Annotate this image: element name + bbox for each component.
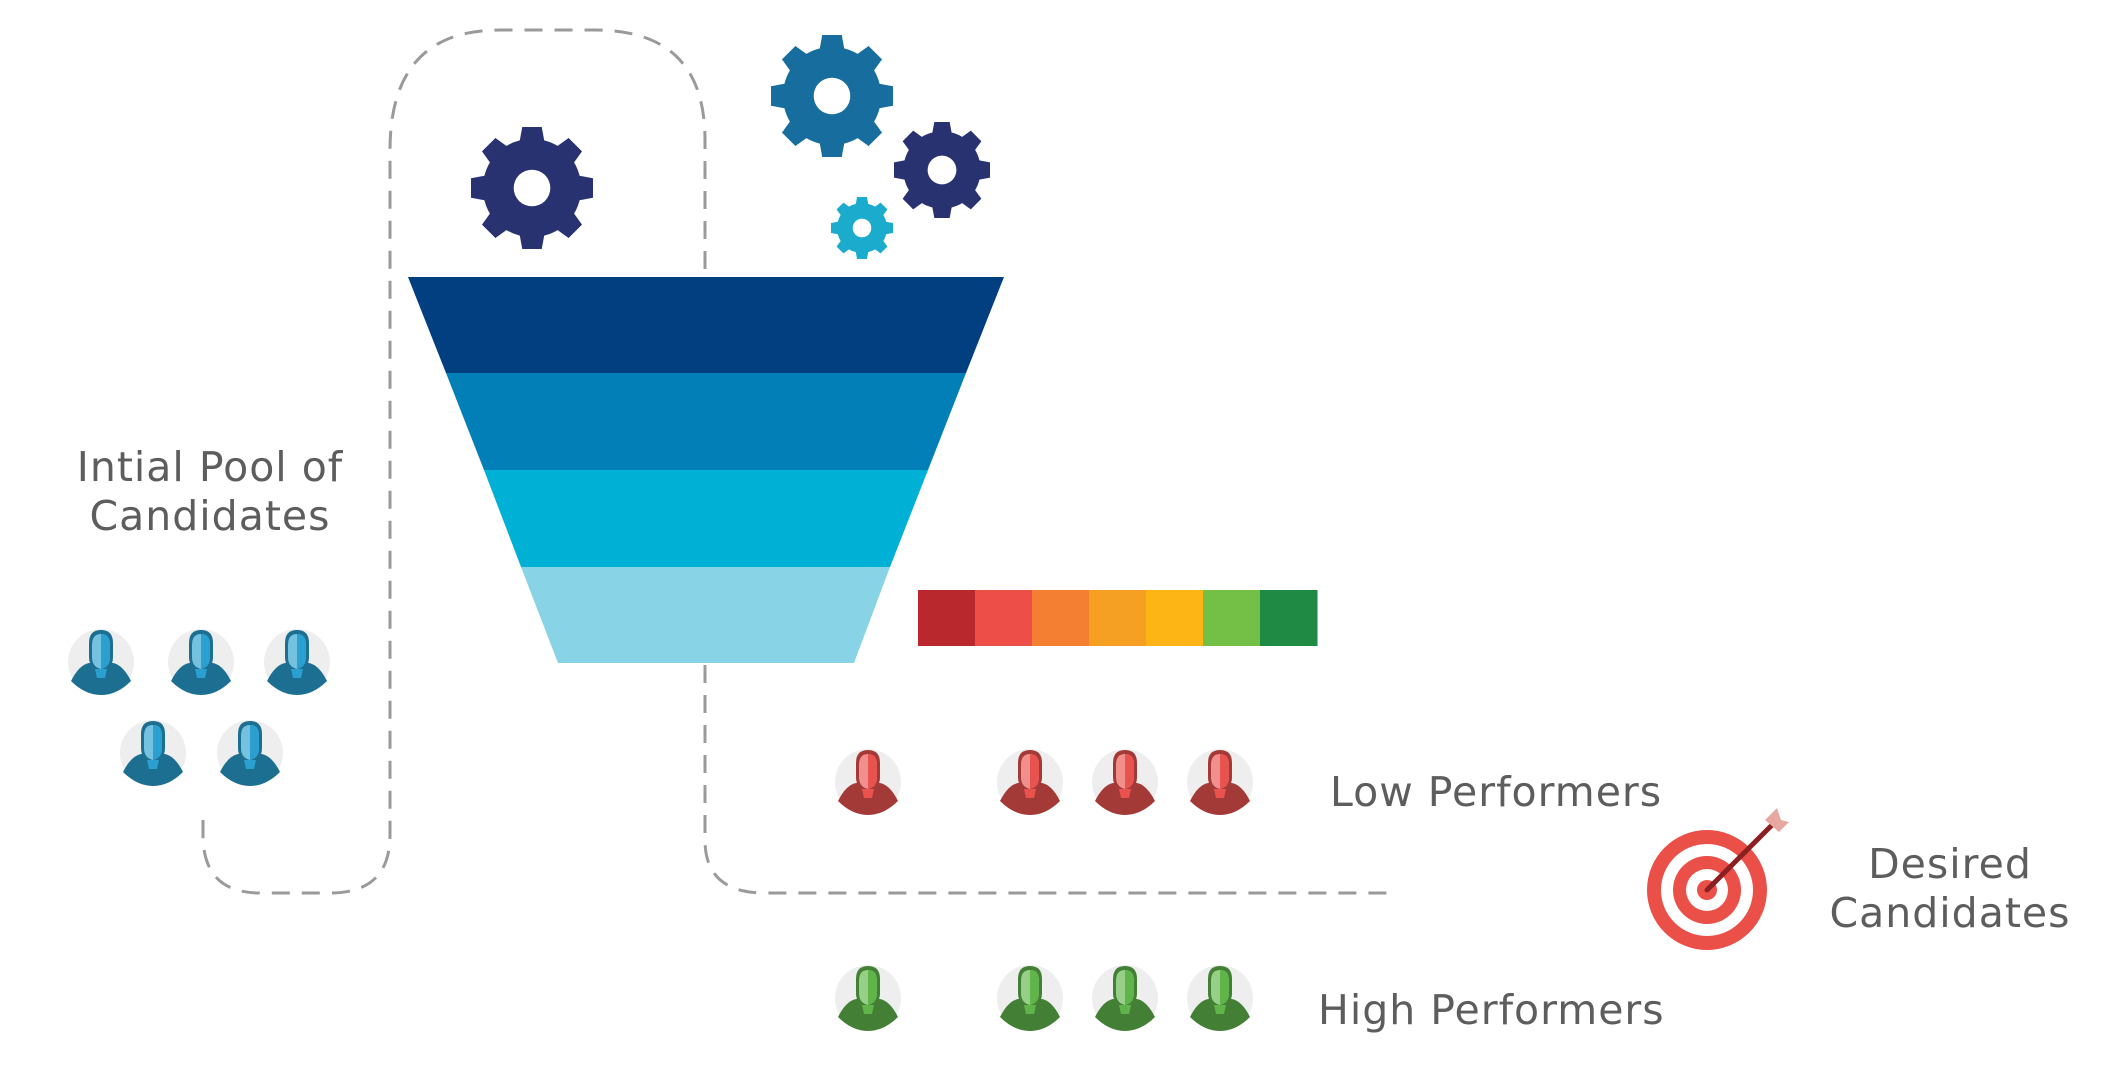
person-icon [120,720,186,786]
rating-color-scale [918,590,1318,646]
person-icon [217,720,283,786]
high-performers-group [835,965,1253,1031]
dashed-flow-path [201,28,1392,895]
initial-pool-label-line-1: Intial Pool of [76,443,344,491]
low-performers-label: Low Performers [1330,768,1663,816]
gear-icon [471,127,593,249]
desired-candidates-label-line-1: Desired [1868,840,2032,888]
funnel [408,277,1004,663]
person-icon [997,965,1063,1031]
rating-scale-segment [975,590,1033,646]
dashed-loop-left [201,28,707,895]
low-performers-group [835,749,1253,815]
person-icon [68,629,134,695]
dashed-exit-line [703,665,1392,895]
person-icon [1092,965,1158,1031]
funnel-layer-3 [484,470,928,567]
initial-pool-label-line-2: Candidates [89,492,331,541]
rating-scale-segment [918,590,976,646]
rating-scale-segment [1203,590,1261,646]
desired-candidates-label: Desired Candidates [1800,840,2100,938]
target-icon [1647,808,1789,950]
gear-icon [894,122,990,218]
initial-pool-candidates [68,629,330,786]
person-icon [835,749,901,815]
desired-candidates-label-line-2: Candidates [1829,889,2071,938]
gear-icon [831,197,893,259]
initial-pool-label: Intial Pool of Candidates [20,443,400,541]
rating-scale-segment [1032,590,1090,646]
funnel-layer-1 [408,277,1004,373]
person-icon [997,749,1063,815]
rating-scale-segment [1260,590,1318,646]
person-icon [1092,749,1158,815]
high-performers-label: High Performers [1318,986,1665,1034]
rating-scale-segment [1146,590,1204,646]
person-icon [1187,965,1253,1031]
person-icon [168,629,234,695]
rating-scale-segment [1089,590,1147,646]
gear-icon [771,35,893,157]
funnel-layer-4 [521,567,890,663]
person-icon [264,629,330,695]
person-icon [835,965,901,1031]
person-icon [1187,749,1253,815]
funnel-layer-2 [446,373,966,470]
